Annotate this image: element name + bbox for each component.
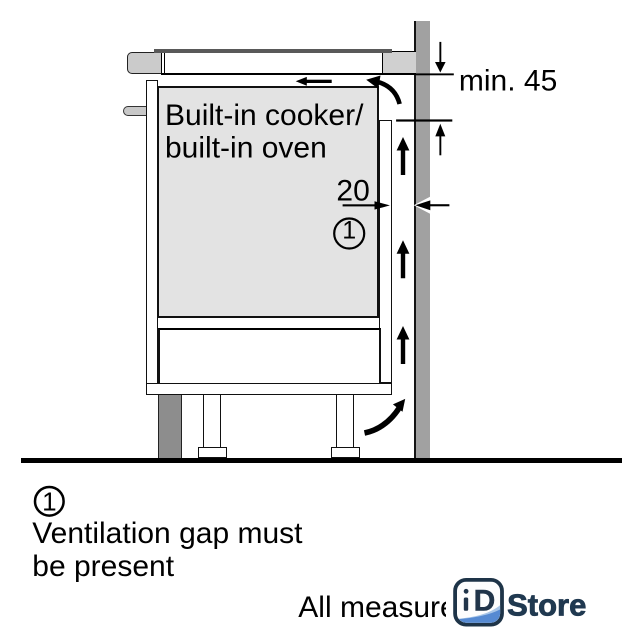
svg-text:1: 1 xyxy=(342,217,356,245)
svg-text:1: 1 xyxy=(42,487,56,517)
svg-text:Store: Store xyxy=(507,587,586,622)
svg-text:min. 45: min. 45 xyxy=(459,64,557,97)
svg-text:All measure: All measure xyxy=(298,591,456,624)
svg-text:Built-in cooker/: Built-in cooker/ xyxy=(165,99,364,132)
svg-text:D: D xyxy=(474,585,496,618)
svg-text:20: 20 xyxy=(336,174,369,207)
svg-text:Ventilation gap must: Ventilation gap must xyxy=(32,517,303,550)
svg-text:built-in oven: built-in oven xyxy=(165,132,327,165)
svg-text:be present: be present xyxy=(32,550,174,583)
